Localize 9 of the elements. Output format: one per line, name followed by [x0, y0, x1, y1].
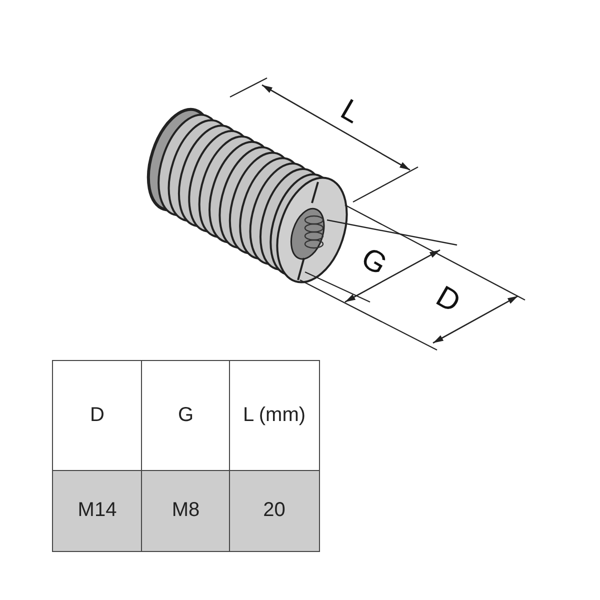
header-cell: G — [141, 360, 230, 472]
dimension-label: L — [336, 94, 366, 130]
dimension-label: G — [356, 243, 392, 281]
header-cell: L (mm) — [229, 360, 320, 472]
value-cell: M8 — [141, 470, 230, 552]
header-cell: D — [52, 360, 142, 472]
value-cell: M14 — [52, 470, 142, 552]
value-cell: 20 — [229, 470, 320, 552]
dimension-label: D — [430, 282, 465, 318]
